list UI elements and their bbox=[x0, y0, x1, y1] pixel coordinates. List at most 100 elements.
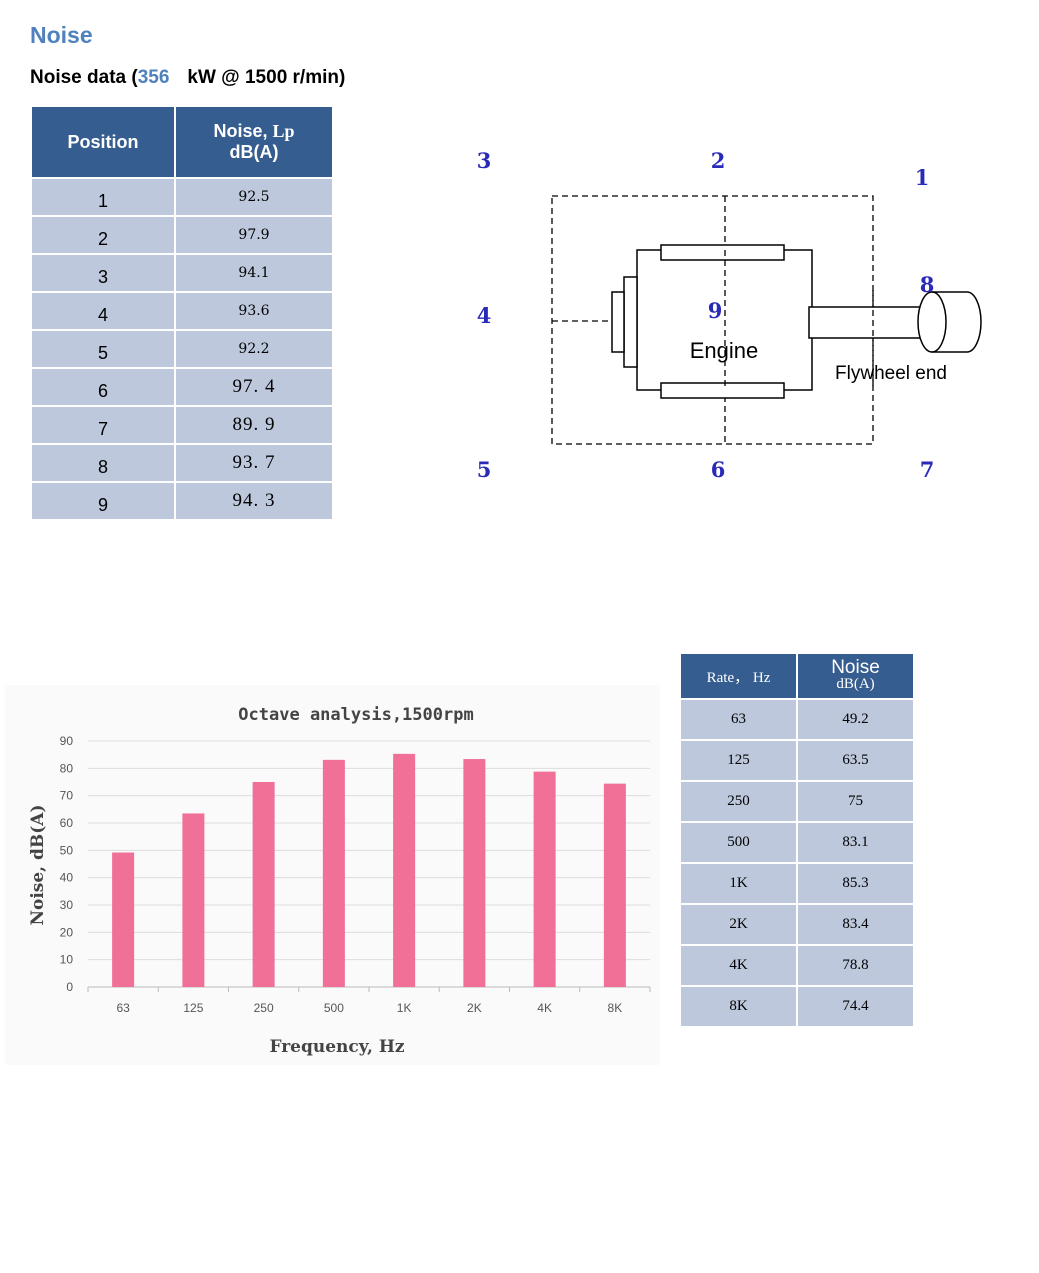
x-tick-label: 125 bbox=[183, 1001, 203, 1015]
point-8: 8 bbox=[920, 272, 935, 297]
header-rate: Rate， Hz bbox=[679, 652, 798, 700]
rate-cell: 500 bbox=[679, 821, 798, 864]
engine-bottom-rail bbox=[660, 382, 785, 399]
point-1: 1 bbox=[915, 165, 930, 190]
point-5: 5 bbox=[477, 457, 492, 482]
y-tick-label: 40 bbox=[60, 871, 74, 885]
flywheel-end-label: Flywheel end bbox=[835, 363, 947, 384]
noise-cell: 93. 7 bbox=[174, 443, 334, 483]
rate-cell: 125 bbox=[679, 739, 798, 782]
noise-cell: 97.9 bbox=[174, 215, 334, 255]
position-cell: 6 bbox=[30, 367, 176, 407]
subtitle-power: 356 bbox=[137, 67, 170, 88]
point-9: 9 bbox=[708, 298, 723, 323]
header-noise-unit: dB(A) bbox=[229, 142, 279, 162]
engine-top-rail bbox=[660, 244, 785, 261]
x-tick-label: 1K bbox=[397, 1001, 412, 1015]
y-tick-label: 70 bbox=[60, 789, 74, 803]
y-tick-label: 90 bbox=[60, 734, 74, 748]
noise-cell: 85.3 bbox=[796, 862, 915, 905]
position-cell: 4 bbox=[30, 291, 176, 331]
bar-2K bbox=[463, 759, 486, 987]
noise-cell: 49.2 bbox=[796, 698, 915, 741]
y-tick-label: 20 bbox=[60, 925, 74, 939]
noise-cell: 74.4 bbox=[796, 985, 915, 1028]
y-tick-label: 60 bbox=[60, 816, 74, 830]
noise-cell: 89. 9 bbox=[174, 405, 334, 445]
x-tick-label: 2K bbox=[467, 1001, 482, 1015]
noise-cell: 92.5 bbox=[174, 177, 334, 217]
engine-pulley bbox=[611, 291, 625, 353]
noise-cell: 92.2 bbox=[174, 329, 334, 369]
position-cell: 5 bbox=[30, 329, 176, 369]
y-tick-label: 30 bbox=[60, 898, 74, 912]
x-tick-label: 63 bbox=[116, 1001, 130, 1015]
noise-cell: 94. 3 bbox=[174, 481, 334, 521]
section-title: Noise bbox=[30, 22, 93, 48]
point-6: 6 bbox=[711, 457, 726, 482]
flywheel bbox=[917, 291, 982, 353]
point-4: 4 bbox=[477, 303, 492, 328]
y-tick-label: 80 bbox=[60, 761, 74, 775]
position-cell: 8 bbox=[30, 443, 176, 483]
chart-y-axis-label: Noise, dB(A) bbox=[28, 804, 48, 925]
measurement-position-diagram: Engine Flywheel end 1 2 3 4 5 6 7 8 9 bbox=[477, 148, 982, 482]
bar-125 bbox=[182, 813, 205, 987]
position-cell: 1 bbox=[30, 177, 176, 217]
bar-4K bbox=[533, 771, 556, 987]
rate-cell: 63 bbox=[679, 698, 798, 741]
noise-cell: 94.1 bbox=[174, 253, 334, 293]
x-tick-label: 8K bbox=[608, 1001, 623, 1015]
noise-data-subtitle: Noise data (356 kW @ 1500 r/min) bbox=[30, 67, 345, 89]
subtitle-prefix: Noise data ( bbox=[30, 67, 138, 88]
rate-cell: 2K bbox=[679, 903, 798, 946]
x-tick-label: 4K bbox=[537, 1001, 552, 1015]
bar-1K bbox=[393, 753, 416, 987]
header-noise-unit: dB(A) bbox=[836, 676, 875, 692]
noise-cell: 83.4 bbox=[796, 903, 915, 946]
chart-title: Octave analysis,1500rpm bbox=[238, 705, 473, 725]
y-tick-label: 50 bbox=[60, 843, 74, 857]
noise-cell: 97. 4 bbox=[174, 367, 334, 407]
subtitle-suffix: kW @ 1500 r/min) bbox=[187, 67, 346, 88]
octave-analysis-chart: Octave analysis,1500rpm Frequency, Hz No… bbox=[28, 705, 651, 1057]
rate-cell: 250 bbox=[679, 780, 798, 823]
bar-8K bbox=[603, 783, 626, 987]
point-2: 2 bbox=[711, 148, 726, 173]
flywheel-shaft bbox=[808, 306, 935, 339]
bar-500 bbox=[322, 759, 345, 987]
header-noise-db: Noise dB(A) bbox=[796, 652, 915, 700]
header-noise-lp: Lp bbox=[272, 121, 295, 141]
noise-cell: 63.5 bbox=[796, 739, 915, 782]
noise-cell: 93.6 bbox=[174, 291, 334, 331]
rate-cell: 1K bbox=[679, 862, 798, 905]
x-tick-label: 500 bbox=[324, 1001, 344, 1015]
octave-chart-container: Octave analysis,1500rpm Frequency, Hz No… bbox=[5, 685, 660, 1065]
y-tick-label: 0 bbox=[66, 980, 73, 994]
position-cell: 2 bbox=[30, 215, 176, 255]
engine-front-plate bbox=[623, 276, 638, 368]
position-cell: 9 bbox=[30, 481, 176, 521]
engine-label: Engine bbox=[690, 338, 759, 363]
noise-cell: 75 bbox=[796, 780, 915, 823]
bar-250 bbox=[252, 782, 275, 987]
noise-cell: 83.1 bbox=[796, 821, 915, 864]
rate-cell: 8K bbox=[679, 985, 798, 1028]
header-noise-label: Noise bbox=[831, 657, 880, 678]
